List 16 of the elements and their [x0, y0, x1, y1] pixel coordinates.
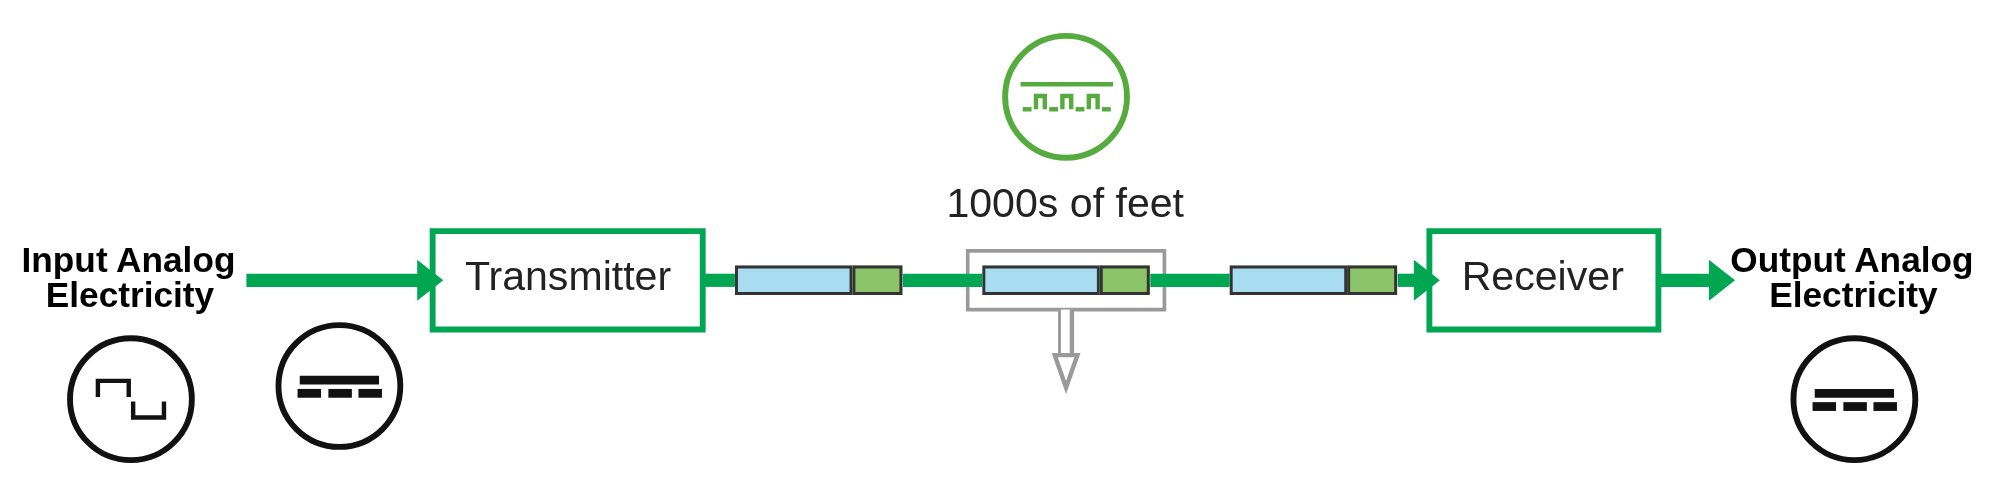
arrow [1051, 309, 1081, 395]
label: 1000s of feet [946, 180, 1185, 227]
node-circle [275, 322, 404, 450]
node-text: Output Analog Electricity [1730, 239, 1974, 315]
connector [703, 273, 735, 287]
node-circle [1002, 32, 1130, 161]
arrow [1397, 259, 1440, 301]
connector [902, 273, 983, 287]
node-box: Receiver [1426, 228, 1662, 333]
arrow [1658, 259, 1736, 301]
node-text: Input Analog Electricity [21, 239, 236, 315]
arrow [246, 259, 444, 301]
node-circle [1790, 335, 1919, 464]
connector [1150, 273, 1230, 287]
node-box: Transmitter [429, 228, 706, 333]
node-circle [67, 335, 195, 464]
